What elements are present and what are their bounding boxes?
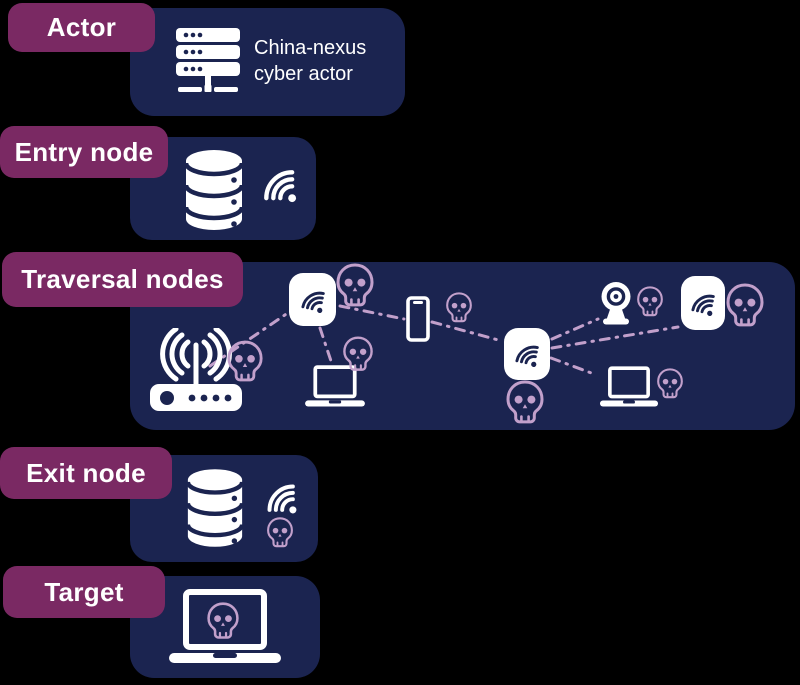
skull-icon (656, 368, 684, 400)
actor-description: China-nexus cyber actor (254, 35, 366, 87)
traversal-nodes-badge: Traversal nodes (2, 252, 243, 307)
skull-icon (445, 292, 473, 324)
wifi-signal-icon (510, 337, 543, 370)
entry-node-badge: Entry node (0, 126, 168, 178)
exit-node-badge: Exit node (0, 447, 172, 499)
actor-description-line1: China-nexus (254, 37, 367, 59)
actor-card: China-nexus cyber actor (130, 8, 405, 116)
actor-badge: Actor (8, 3, 155, 52)
access-point-icon (681, 276, 725, 330)
traversal-nodes-badge-label: Traversal nodes (21, 264, 224, 294)
wifi-signal-icon (296, 283, 329, 316)
skull-icon (206, 602, 240, 641)
actor-description-line2: cyber actor (254, 63, 353, 85)
skull-icon (505, 380, 545, 426)
database-icon (182, 148, 246, 232)
mobile-phone-icon (406, 296, 430, 342)
skull-icon (335, 263, 375, 309)
wifi-signal-icon (686, 286, 719, 319)
skull-icon (342, 336, 374, 373)
entry-node-badge-label: Entry node (14, 136, 154, 167)
laptop-icon (596, 366, 662, 410)
server-icon (172, 25, 244, 97)
target-badge: Target (3, 566, 165, 618)
database-icon (184, 467, 246, 549)
access-point-icon (504, 328, 550, 380)
target-badge-label: Target (44, 576, 124, 607)
skull-icon (636, 286, 664, 318)
wifi-signal-icon (258, 164, 300, 206)
skull-icon (226, 340, 264, 384)
skull-icon (266, 516, 294, 550)
laptop-icon (169, 589, 281, 663)
actor-badge-label: Actor (46, 12, 117, 42)
exit-node-badge-label: Exit node (26, 457, 146, 488)
access-point-icon (289, 273, 336, 326)
wifi-signal-icon (262, 479, 300, 517)
skull-icon (725, 283, 765, 329)
connection-lines (208, 304, 680, 376)
webcam-icon (596, 281, 636, 327)
